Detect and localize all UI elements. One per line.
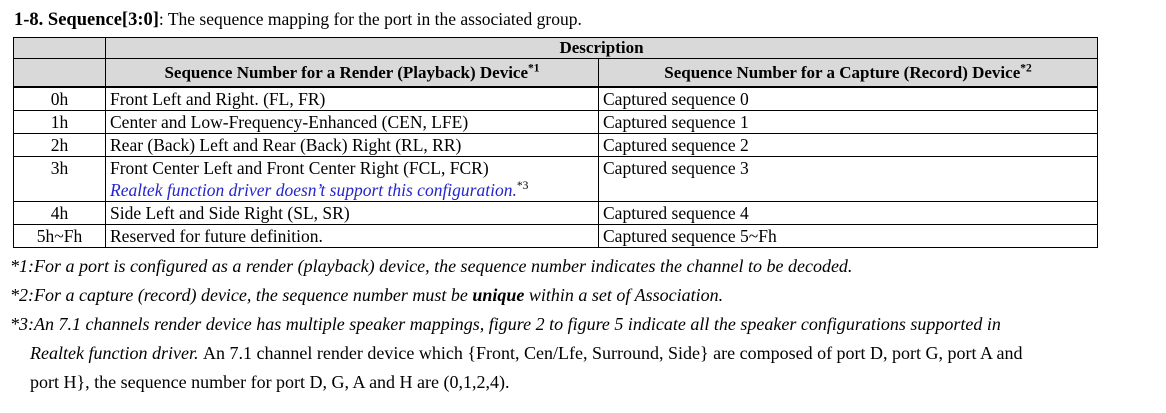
footnote-3-line-1-text: An 7.1 channels render device has multip… [34, 314, 1001, 334]
capture-description-cell: Captured sequence 4 [597, 201, 1099, 225]
header-description: Description [104, 37, 1099, 59]
footnote-2-bold-word: unique [472, 285, 525, 305]
sequence-value-cell: 1h [13, 110, 106, 134]
footnote-2-text-start: For a capture (record) device, the seque… [34, 285, 473, 305]
sequence-value-cell: 2h [13, 133, 106, 157]
header-corner-cell [13, 37, 106, 59]
table-row: 2h Rear (Back) Left and Rear (Back) Righ… [13, 133, 1099, 157]
footnote-1-text: For a port is configured as a render (pl… [34, 256, 853, 276]
header-corner-cell [13, 58, 106, 88]
note-footnote-marker: *3 [516, 180, 529, 193]
footnote-3-line-2-upright: An 7.1 channel render device which {Fron… [202, 343, 1023, 363]
footnote-3: *3:An 7.1 channels render device has mul… [10, 310, 1166, 397]
sequence-value-cell: 0h [13, 86, 106, 111]
table-row: 5h~Fh Reserved for future definition. Ca… [13, 224, 1099, 248]
sequence-table: Description Sequence Number for a Render… [13, 37, 1099, 248]
table-row: 4h Side Left and Side Right (SL, SR) Cap… [13, 201, 1099, 225]
render-description-line: Front Center Left and Front Center Right… [110, 158, 489, 178]
footnote-2: *2:For a capture (record) device, the se… [10, 281, 1166, 310]
table-header-row-description: Description [13, 37, 1099, 59]
sequence-value-cell: 5h~Fh [13, 224, 106, 248]
table-row: 3h Front Center Left and Front Center Ri… [13, 156, 1099, 202]
footnote-1-marker: *1: [10, 256, 34, 276]
render-description-cell: Rear (Back) Left and Rear (Back) Right (… [105, 133, 599, 157]
footnote-2-marker: *2: [10, 285, 34, 305]
footnote-3-line-2: Realtek function driver. An 7.1 channel … [30, 339, 1166, 368]
render-footnote-marker: *1 [528, 62, 540, 75]
render-description-cell: Center and Low-Frequency-Enhanced (CEN, … [105, 110, 599, 134]
table-row: 0h Front Left and Right. (FL, FR) Captur… [13, 86, 1099, 111]
render-description-cell: Front Center Left and Front Center Right… [105, 156, 599, 202]
capture-description-cell: Captured sequence 3 [597, 156, 1099, 202]
table-header-row-columns: Sequence Number for a Render (Playback) … [13, 58, 1099, 88]
sequence-value-cell: 3h [13, 156, 106, 202]
capture-description-cell: Captured sequence 1 [597, 110, 1099, 134]
sequence-value-cell: 4h [13, 201, 106, 225]
footnote-1: *1:For a port is configured as a render … [10, 252, 1166, 281]
footnote-3-line-2-italic: Realtek function driver. [30, 343, 199, 363]
capture-description-cell: Captured sequence 0 [597, 86, 1099, 111]
header-capture-label: Sequence Number for a Capture (Record) D… [664, 63, 1021, 82]
header-render-column: Sequence Number for a Render (Playback) … [105, 58, 599, 88]
render-description-cell: Reserved for future definition. [105, 224, 599, 248]
section-title: 1-8. Sequence[3:0]: The sequence mapping… [14, 7, 1166, 32]
footnote-3-line-3: port H}, the sequence number for port D,… [30, 372, 510, 392]
footnote-3-line-1: *3:An 7.1 channels render device has mul… [10, 310, 1166, 339]
footnotes: *1:For a port is configured as a render … [10, 252, 1166, 397]
unsupported-config-note-text: Realtek function driver doesn’t support … [110, 180, 517, 200]
section-title-number: 1-8. Sequence[3:0] [14, 10, 159, 30]
render-description-cell: Side Left and Side Right (SL, SR) [105, 201, 599, 225]
footnote-3-marker: *3: [10, 314, 34, 334]
section-title-text: : The sequence mapping for the port in t… [158, 9, 582, 29]
capture-description-cell: Captured sequence 5~Fh [597, 224, 1099, 248]
capture-footnote-marker: *2 [1020, 62, 1032, 75]
render-description-cell: Front Left and Right. (FL, FR) [105, 86, 599, 111]
table-row: 1h Center and Low-Frequency-Enhanced (CE… [13, 110, 1099, 134]
capture-description-cell: Captured sequence 2 [597, 133, 1099, 157]
footnote-2-text-end: within a set of Association. [524, 285, 724, 305]
header-render-label: Sequence Number for a Render (Playback) … [164, 63, 529, 82]
unsupported-config-note: Realtek function driver doesn’t support … [110, 179, 594, 201]
header-capture-column: Sequence Number for a Capture (Record) D… [597, 58, 1099, 88]
